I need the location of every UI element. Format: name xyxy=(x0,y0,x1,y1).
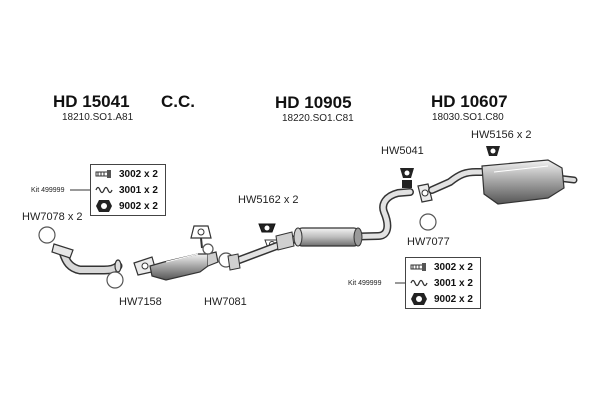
cc-label: C.C. xyxy=(161,92,195,111)
kit-item: 9002 x 2 xyxy=(410,291,473,307)
kit-label-right: Kit 499999 xyxy=(348,280,382,287)
kit-item: 3001 x 2 xyxy=(95,182,158,198)
oem-ref-front: 18210.SO1.A81 xyxy=(62,112,134,123)
hanger-bracket-cat xyxy=(190,225,212,249)
front-pipe xyxy=(51,243,123,275)
spring-icon xyxy=(95,183,113,197)
label-hw7077: HW7077 xyxy=(407,236,450,248)
label-hw7078: HW7078 x 2 xyxy=(22,211,83,223)
rubber-mount-hw5156 xyxy=(486,146,500,156)
nut-icon xyxy=(95,199,113,213)
gasket-hw7158 xyxy=(106,271,124,289)
label-hw7158: HW7158 xyxy=(119,296,162,308)
kit-item-text: 3002 x 2 xyxy=(119,168,158,180)
kit-item: 3002 x 2 xyxy=(410,259,473,275)
kit-item-text: 9002 x 2 xyxy=(119,200,158,212)
part-number-front: HD 15041 xyxy=(53,92,130,111)
label-hw5156: HW5156 x 2 xyxy=(471,129,532,141)
catalytic-converter xyxy=(149,251,219,281)
kit-item-text: 3001 x 2 xyxy=(434,277,473,289)
kit-box-right: 3002 x 2 3001 x 2 9002 x 2 xyxy=(405,257,481,309)
label-hw7081: HW7081 xyxy=(204,296,247,308)
bolt-icon xyxy=(95,167,113,181)
oem-ref-middle: 18220.SO1.C81 xyxy=(282,113,354,124)
part-number-middle: HD 10905 xyxy=(275,93,352,112)
nut-icon xyxy=(410,292,428,306)
kit-item-text: 3002 x 2 xyxy=(434,261,473,273)
gasket-hw7077 xyxy=(419,213,437,231)
kit-item-text: 3001 x 2 xyxy=(119,184,158,196)
spring-icon xyxy=(410,276,428,290)
label-hw5041: HW5041 xyxy=(381,145,424,157)
gasket-hw7078 xyxy=(38,226,56,244)
kit-label-left: Kit 499999 xyxy=(31,187,65,194)
gasket-small xyxy=(202,243,214,255)
kit-item: 3002 x 2 xyxy=(95,166,158,182)
kit-item: 3001 x 2 xyxy=(410,275,473,291)
part-number-rear: HD 10607 xyxy=(431,92,508,111)
kit-item-text: 9002 x 2 xyxy=(434,293,473,305)
middle-pipe xyxy=(227,188,414,271)
centre-silencer xyxy=(293,227,363,247)
kit-box-left: 3002 x 2 3001 x 2 9002 x 2 xyxy=(90,164,166,216)
rubber-mount-hw5041 xyxy=(400,168,414,188)
bolt-icon xyxy=(410,260,428,274)
oem-ref-rear: 18030.SO1.C80 xyxy=(432,112,504,123)
rear-silencer xyxy=(481,159,565,205)
label-hw5162: HW5162 x 2 xyxy=(238,194,299,206)
kit-item: 9002 x 2 xyxy=(95,198,158,214)
